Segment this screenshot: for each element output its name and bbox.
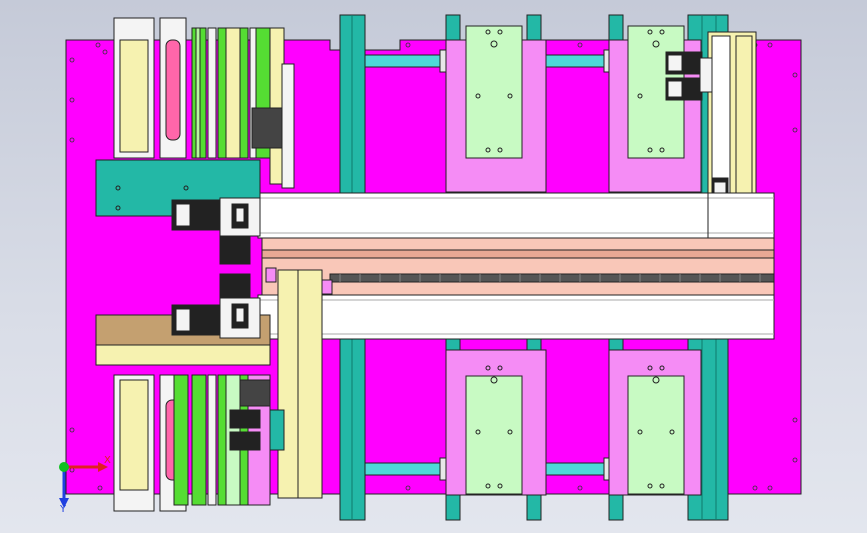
roller-green-bottom-1 xyxy=(173,374,189,506)
beam-upper[interactable] xyxy=(257,192,775,239)
left-cream-column xyxy=(265,267,333,499)
coordinate-triad xyxy=(59,462,108,508)
carriage-top-1[interactable] xyxy=(445,25,547,193)
triad-x-label: X xyxy=(104,455,111,466)
rollers-top[interactable] xyxy=(113,17,295,189)
motor-upper[interactable] xyxy=(171,197,261,265)
motor-lower[interactable] xyxy=(171,273,261,339)
carriage-bottom-2[interactable] xyxy=(608,349,702,496)
beam-lower[interactable] xyxy=(257,294,775,340)
triad-x-arrow xyxy=(98,462,108,472)
beam-assembly[interactable] xyxy=(261,235,775,297)
base-plate-holes xyxy=(69,42,798,491)
triad-origin xyxy=(59,462,69,472)
triad-y-label: Y xyxy=(60,504,67,515)
carriage-top-2[interactable] xyxy=(608,25,702,193)
triad-y-arrow xyxy=(59,498,69,508)
rollers-bottom[interactable] xyxy=(113,374,285,512)
carriage-bottom-1[interactable] xyxy=(445,349,547,496)
